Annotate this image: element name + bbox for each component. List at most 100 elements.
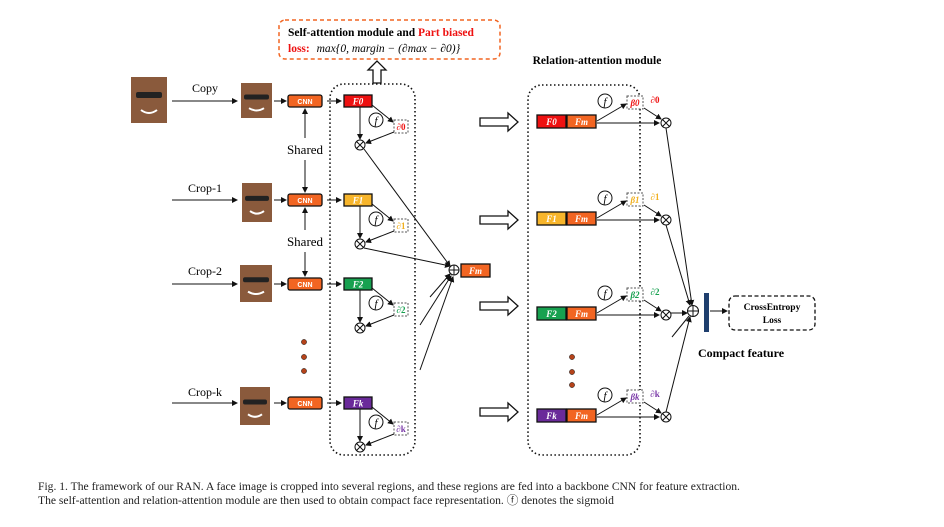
relation-fm-label: Fm: [574, 117, 588, 127]
beta-label: β0: [629, 98, 640, 108]
sigmoid-symbol: f: [374, 115, 379, 127]
multiply-node-cross: [356, 443, 364, 451]
beta-to-multiply-arrow: [643, 299, 662, 312]
relation-attention-title: Relation-attention module: [533, 55, 662, 67]
smile: [247, 413, 263, 418]
cross-entropy-loss-box: CrossEntropy Loss: [728, 295, 816, 331]
cnn-label: CNN: [297, 282, 312, 289]
relation-fm-rect: [566, 211, 597, 226]
hollow-right-arrow: [479, 295, 519, 317]
feature-label: F2: [352, 280, 364, 290]
cnn-box: CNN: [287, 396, 323, 410]
input-label-copy: Copy: [192, 81, 218, 95]
shared-label-2: Shared: [287, 234, 324, 249]
feature-rect: [343, 396, 373, 410]
cnn-label: CNN: [297, 401, 312, 408]
relation-fm-rect: [566, 306, 597, 321]
relation-fm-label: Fm: [574, 214, 588, 224]
sunglasses: [244, 94, 269, 100]
face-bg: [242, 183, 272, 222]
input-label-crop-1: Crop-1: [188, 181, 222, 195]
beta-to-multiply-arrow: [643, 204, 662, 217]
relation-feature-label: F0: [545, 117, 557, 127]
face-bg: [240, 265, 272, 302]
fm-label: Fm: [468, 266, 482, 276]
weight-to-multiply-arrow: [365, 433, 395, 446]
pair-to-beta-arrow: [596, 200, 627, 219]
pair-to-beta-arrow: [596, 295, 627, 314]
beta-label: β1: [629, 195, 639, 205]
to-sum-arrow: [665, 224, 692, 306]
cnn-label: CNN: [297, 99, 312, 106]
face-crop-image: [240, 265, 272, 302]
to-fm-arrow: [363, 247, 451, 268]
multiply-node-cross: [356, 141, 364, 149]
cnn-box: CNN: [287, 277, 323, 291]
relation-feature-rect: [536, 114, 567, 129]
beta-to-multiply-arrow: [643, 107, 662, 120]
feature-box-f0: F0: [343, 94, 373, 108]
svg-text:loss: max{0, margin − (∂: loss: max{0, margin − (∂max − ∂0)}: [288, 43, 461, 55]
aggregate-arrow: [419, 275, 452, 326]
relation-fm-label: Fm: [574, 309, 588, 319]
face-crop-image: [241, 83, 272, 118]
cnn-box: CNN: [287, 193, 323, 207]
sigmoid-icon: f: [597, 93, 613, 109]
feature-box-f2: F2: [343, 277, 373, 291]
sigmoid-circle: [368, 112, 384, 128]
caption-line-2: The self-attention and relation-attentio…: [38, 494, 614, 507]
relation-feature-label: F2: [545, 309, 557, 319]
loss-formula: max{0, margin − (∂max − ∂0)}: [317, 43, 461, 55]
part-biased-loss-box: Self-attention module and Part biased lo…: [278, 19, 501, 60]
feature-to-weight-arrow: [371, 406, 394, 425]
fm-sum-node: [448, 264, 460, 276]
loss-title-red: Part biased: [418, 27, 475, 39]
multiply-node: [354, 322, 366, 334]
loss-line1: CrossEntropy: [744, 303, 801, 313]
feature-to-weight-arrow: [371, 287, 394, 306]
relation-feature-pair: F0 Fm: [536, 114, 597, 129]
face-bg: [240, 387, 270, 425]
beta-label: βk: [629, 392, 640, 402]
sigmoid-icon: f: [368, 211, 384, 227]
sigmoid-circle: [368, 414, 384, 430]
sigmoid-symbol: f: [374, 298, 379, 310]
shared-label-1: Shared: [287, 142, 324, 157]
relation-multiply-node: [660, 411, 672, 423]
multiply-node: [354, 238, 366, 250]
relation-multiply-node-cross: [662, 216, 670, 224]
sigmoid-symbol: f: [603, 390, 608, 402]
sigmoid-circle: [597, 93, 613, 109]
smile: [248, 107, 265, 112]
hollow-up-arrow: [366, 60, 388, 84]
beta-rect: [626, 287, 644, 302]
loss-line2: Loss: [763, 316, 782, 326]
hollow-right-arrow: [479, 209, 519, 231]
weight-box: ∂1: [393, 218, 409, 233]
source-face-image: [131, 77, 167, 123]
compact-feature-label: Compact feature: [698, 346, 785, 360]
extra-arrow: [671, 315, 690, 338]
beta-box: β2: [626, 287, 644, 302]
smile: [247, 290, 265, 296]
beta-box: β0: [626, 95, 644, 110]
relation-feature-label: Fk: [545, 411, 557, 421]
cnn-box: CNN: [287, 94, 323, 108]
relation-fm-rect: [566, 408, 597, 423]
to-fm-arrow: [363, 148, 451, 267]
compact-feature-bar: [704, 293, 709, 332]
beta-label: β2: [629, 290, 640, 300]
relation-multiply-node: [660, 214, 672, 226]
caption-line-1: Fig. 1. The framework of our RAN. A face…: [38, 480, 740, 493]
feature-rect: [343, 193, 373, 207]
final-sum-node: [687, 305, 699, 317]
multiply-node: [354, 441, 366, 453]
hollow-right-arrow: [479, 401, 519, 423]
beta-box: βk: [626, 389, 644, 404]
pair-to-beta-arrow: [596, 397, 627, 416]
sunglasses: [243, 399, 267, 405]
feature-to-weight-arrow: [371, 203, 394, 222]
